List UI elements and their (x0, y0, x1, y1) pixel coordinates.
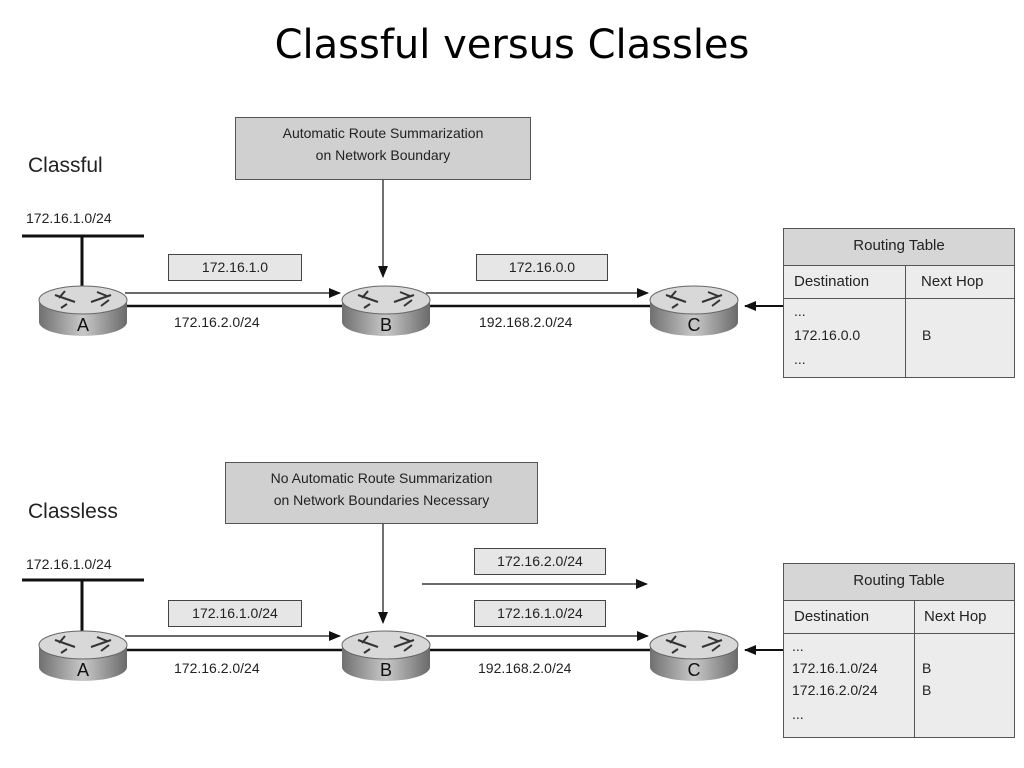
classful-route-bc: 172.16.0.0 (476, 254, 608, 281)
router-label: C (687, 660, 701, 680)
routing-table-dest: 172.16.1.0/24 (792, 660, 878, 676)
callout-line: No Automatic Route Summarization (270, 470, 493, 486)
classful-link-bc-label: 192.168.2.0/24 (479, 314, 573, 330)
router-label: B (379, 315, 392, 335)
routing-table-hop: B (922, 682, 932, 698)
classless-route-ab: 172.16.1.0/24 (168, 600, 302, 627)
routing-table-dest: 172.16.0.0 (794, 327, 861, 343)
classful-route-ab: 172.16.1.0 (168, 254, 302, 281)
router-icon (38, 285, 128, 336)
routing-table-dest: ... (794, 351, 806, 367)
routing-table-destination-header: Destination (784, 600, 914, 634)
router-label: C (687, 315, 701, 335)
router-c: C (648, 627, 740, 685)
router-b: B (340, 282, 432, 340)
classless-route-bc: 172.16.1.0/24 (474, 600, 606, 627)
classful-link-ab-label: 172.16.2.0/24 (174, 314, 260, 330)
routing-table-hop: B (922, 327, 932, 343)
slide-title: Classful versus Classles (274, 22, 750, 68)
router-icon (649, 630, 739, 681)
router-label: A (76, 315, 89, 335)
router-c: C (648, 282, 740, 340)
routing-table-dest: 172.16.2.0/24 (792, 682, 878, 698)
classless-network-label: 172.16.1.0/24 (26, 556, 112, 572)
router-a: A (37, 282, 129, 340)
router-a: A (37, 627, 129, 685)
routing-table-hop: B (922, 660, 932, 676)
routing-table-destination-header: Destination (784, 265, 905, 299)
routing-table-divider (914, 600, 915, 737)
router-icon (649, 285, 739, 336)
callout-line: on Network Boundary (315, 147, 451, 163)
routing-table-nexthop-header: Next Hop (905, 265, 1014, 299)
classless-routing-table: Routing Table Destination Next Hop ... 1… (783, 563, 1015, 738)
classless-link-bc-label: 192.168.2.0/24 (478, 660, 572, 676)
classless-route-bc-top: 172.16.2.0/24 (474, 548, 606, 575)
classful-network-label: 172.16.1.0/24 (26, 210, 112, 226)
classful-callout: Automatic Route Summarization on Network… (235, 117, 531, 180)
routing-table-title: Routing Table (784, 229, 1014, 266)
callout-line: on Network Boundaries Necessary (273, 492, 490, 508)
routing-table-dest: ... (792, 706, 804, 722)
router-icon (38, 630, 128, 681)
classful-routing-table: Routing Table Destination Next Hop ... 1… (783, 228, 1015, 378)
router-label: A (76, 660, 89, 680)
callout-line: Automatic Route Summarization (282, 125, 484, 141)
routing-table-title: Routing Table (784, 564, 1014, 601)
router-icon (341, 630, 431, 681)
routing-table-divider (905, 265, 906, 377)
routing-table-dest: ... (792, 638, 804, 654)
classless-link-ab-label: 172.16.2.0/24 (174, 660, 260, 676)
routing-table-dest: ... (794, 303, 806, 319)
routing-table-nexthop-header: Next Hop (914, 600, 1014, 634)
classful-label: Classful (28, 154, 103, 177)
router-b: B (340, 627, 432, 685)
classless-callout: No Automatic Route Summarization on Netw… (225, 462, 538, 524)
router-label: B (379, 660, 392, 680)
router-icon (341, 285, 431, 336)
classless-label: Classless (28, 500, 118, 523)
